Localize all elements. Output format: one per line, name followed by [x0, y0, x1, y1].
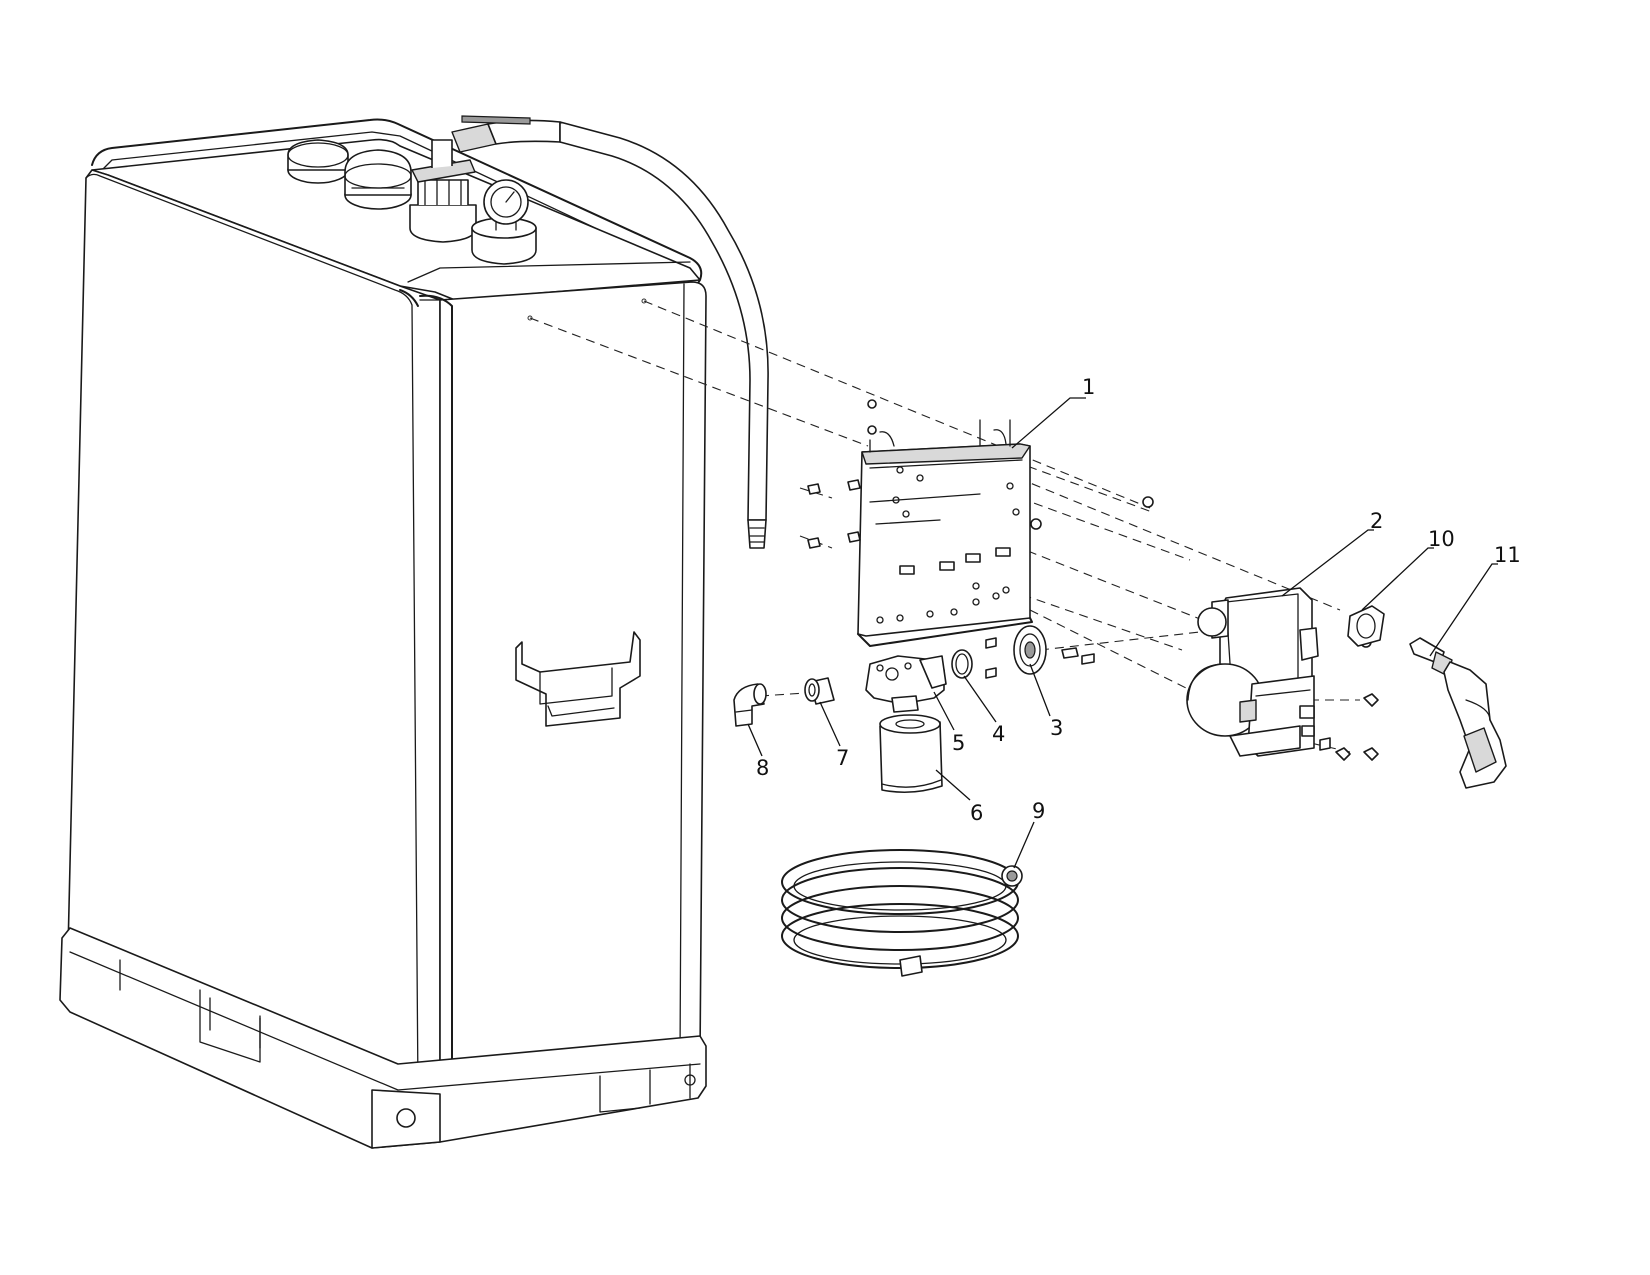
part-3-filter-disc [1013, 625, 1047, 675]
plate-bolts [807, 399, 1154, 549]
part-5-filter-head [865, 655, 947, 713]
callout-3: 3 [1050, 716, 1063, 740]
callout-1: 1 [1082, 375, 1095, 399]
callout-labels: 1 2 3 4 5 6 7 8 9 10 11 [756, 375, 1521, 825]
tank-cap-middle [344, 149, 412, 210]
callout-11: 11 [1494, 543, 1521, 567]
part-4-o-ring [951, 637, 997, 679]
callout-6: 6 [970, 801, 983, 825]
part-9-hose-coil [781, 849, 1023, 977]
part-10-flange [1347, 605, 1385, 647]
part-1-mounting-plate [807, 399, 1154, 647]
callout-7: 7 [836, 746, 849, 770]
part-6-filter-cartridge [879, 714, 943, 794]
callout-leaders [747, 397, 1498, 869]
callout-5: 5 [952, 731, 965, 755]
callout-2: 2 [1370, 509, 1383, 533]
fuel-tank [59, 115, 769, 1149]
tank-cap-left [287, 139, 349, 184]
part-2-pump-assembly [1186, 587, 1331, 757]
callout-8: 8 [756, 756, 769, 780]
tank-level-gauge [471, 179, 537, 265]
tank-handle [515, 631, 641, 727]
suction-hose [451, 115, 769, 549]
part-7-bushing [804, 677, 835, 705]
tank-valve-fitting [409, 139, 477, 243]
callout-10: 10 [1428, 527, 1455, 551]
callout-9: 9 [1032, 799, 1045, 823]
part-8-elbow [733, 683, 767, 727]
callout-4: 4 [992, 722, 1005, 746]
part-11-nozzle [1409, 637, 1507, 789]
